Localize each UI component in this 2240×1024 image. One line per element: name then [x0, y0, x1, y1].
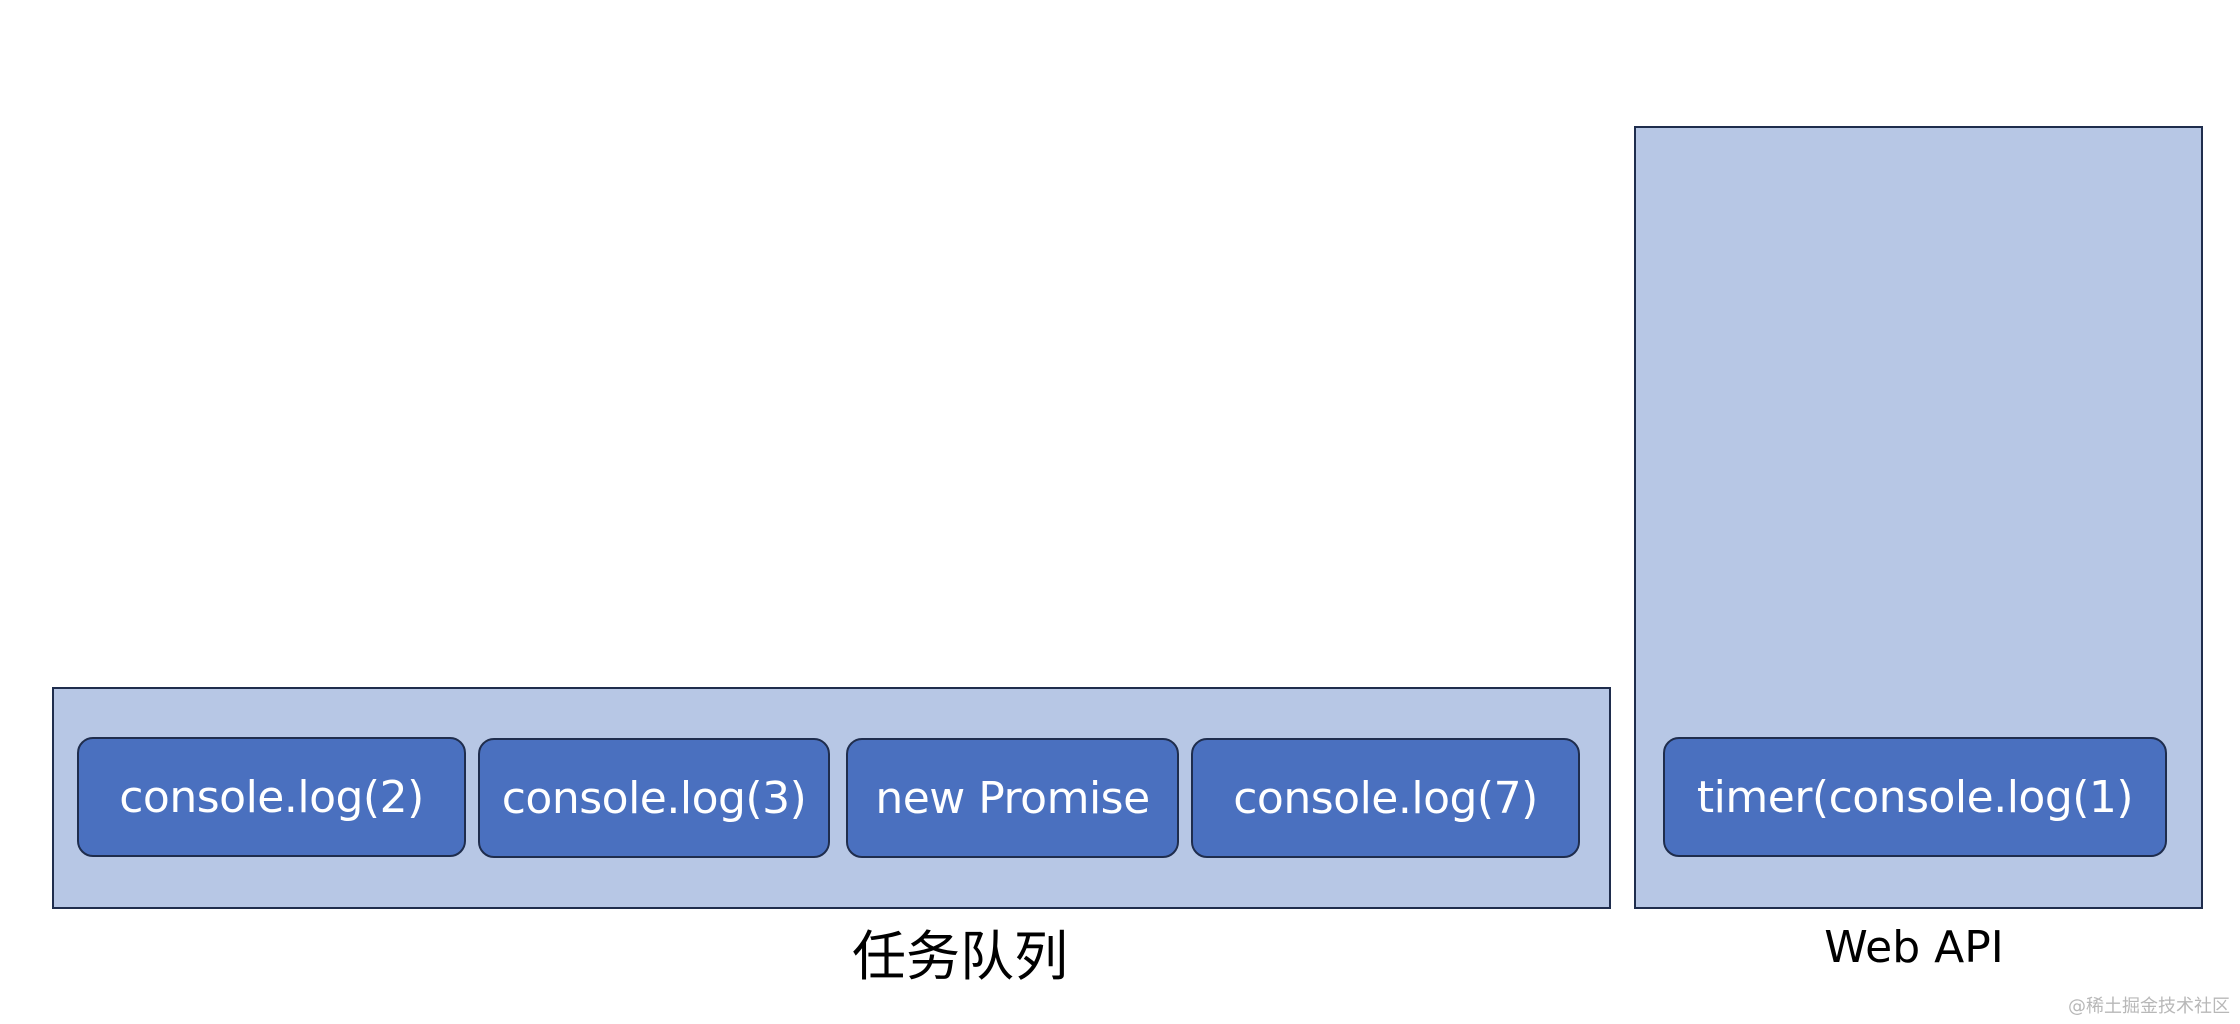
watermark: @稀土掘金技术社区: [2068, 996, 2230, 1017]
task-new-promise: new Promise: [846, 738, 1179, 858]
task-console-log-7: console.log(7): [1191, 738, 1580, 858]
web-api-caption: Web API: [1824, 922, 2004, 973]
task-console-log-2: console.log(2): [77, 737, 466, 857]
task-queue-caption: 任务队列: [852, 925, 1068, 988]
task-console-log-3: console.log(3): [478, 738, 830, 858]
web-api-timer-task: timer(console.log(1): [1663, 737, 2167, 857]
